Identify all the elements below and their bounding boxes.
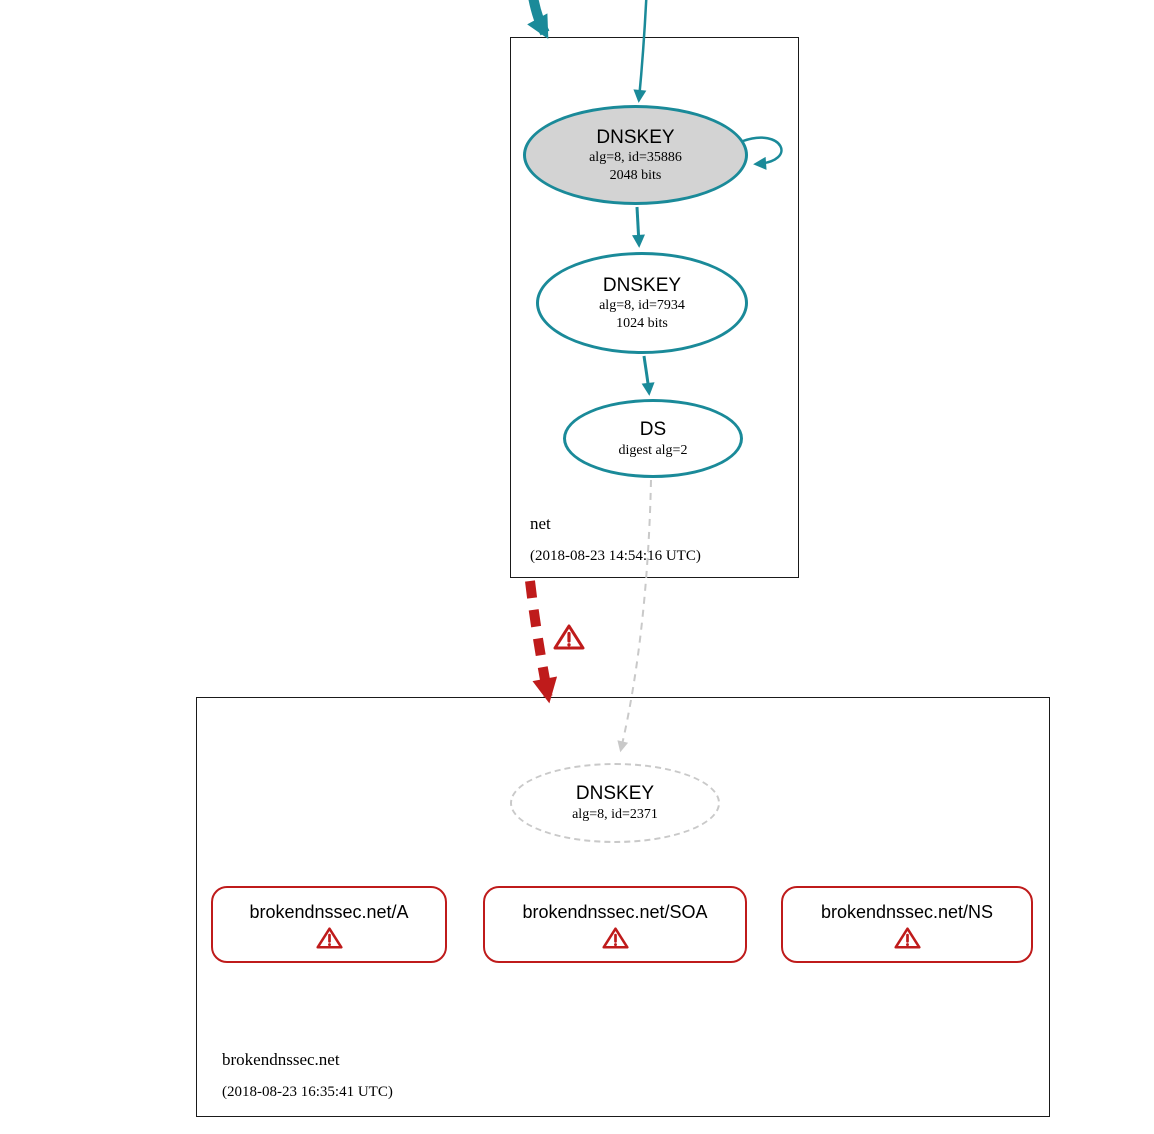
warning-exclamation-dot bbox=[613, 942, 617, 946]
node-dnskey-missing: DNSKEY alg=8, id=2371 bbox=[510, 763, 720, 843]
node-title: DNSKEY bbox=[602, 274, 682, 296]
node-ds: DS digest alg=2 bbox=[563, 399, 743, 478]
node-title: DNSKEY bbox=[596, 126, 675, 148]
node-attr: alg=8, id=7934 bbox=[599, 298, 685, 314]
edge-parent-to-net-zone bbox=[527, 0, 550, 40]
warning-icon bbox=[553, 624, 585, 650]
rrset-label: brokendnssec.net/SOA bbox=[522, 901, 708, 922]
rrset-box-ns: brokendnssec.net/NS bbox=[781, 886, 1033, 963]
warning-exclamation-dot bbox=[905, 942, 909, 946]
zone-timestamp: (2018-08-23 14:54:16 UTC) bbox=[530, 548, 701, 564]
warning-icon bbox=[601, 926, 629, 949]
zone-name: net bbox=[530, 514, 551, 533]
node-attr: 1024 bits bbox=[616, 315, 668, 331]
node-attr: alg=8, id=35886 bbox=[589, 150, 682, 166]
node-title: DS bbox=[639, 418, 667, 440]
edge-net-to-brokendnssec-bogus bbox=[525, 580, 558, 704]
zone-name: brokendnssec.net bbox=[222, 1050, 340, 1069]
node-dnskey-zsk: DNSKEY alg=8, id=7934 1024 bits bbox=[536, 252, 748, 354]
node-attr: digest alg=2 bbox=[618, 442, 688, 458]
rrset-box-soa: brokendnssec.net/SOA bbox=[483, 886, 747, 963]
warning-icon bbox=[893, 926, 921, 949]
warning-exclamation-dot bbox=[567, 643, 571, 647]
warning-exclamation-dot bbox=[327, 942, 331, 946]
rrset-label: brokendnssec.net/NS bbox=[820, 901, 994, 922]
node-attr: 2048 bits bbox=[609, 167, 662, 183]
node-dnskey-ksk: DNSKEY alg=8, id=35886 2048 bits bbox=[523, 105, 748, 205]
node-title: DNSKEY bbox=[575, 783, 655, 805]
zone-timestamp: (2018-08-23 16:35:41 UTC) bbox=[222, 1084, 393, 1100]
rrset-box-a: brokendnssec.net/A bbox=[211, 886, 447, 963]
node-attr: alg=8, id=2371 bbox=[572, 807, 658, 823]
warning-icon bbox=[315, 926, 343, 949]
rrset-label: brokendnssec.net/A bbox=[249, 901, 409, 922]
